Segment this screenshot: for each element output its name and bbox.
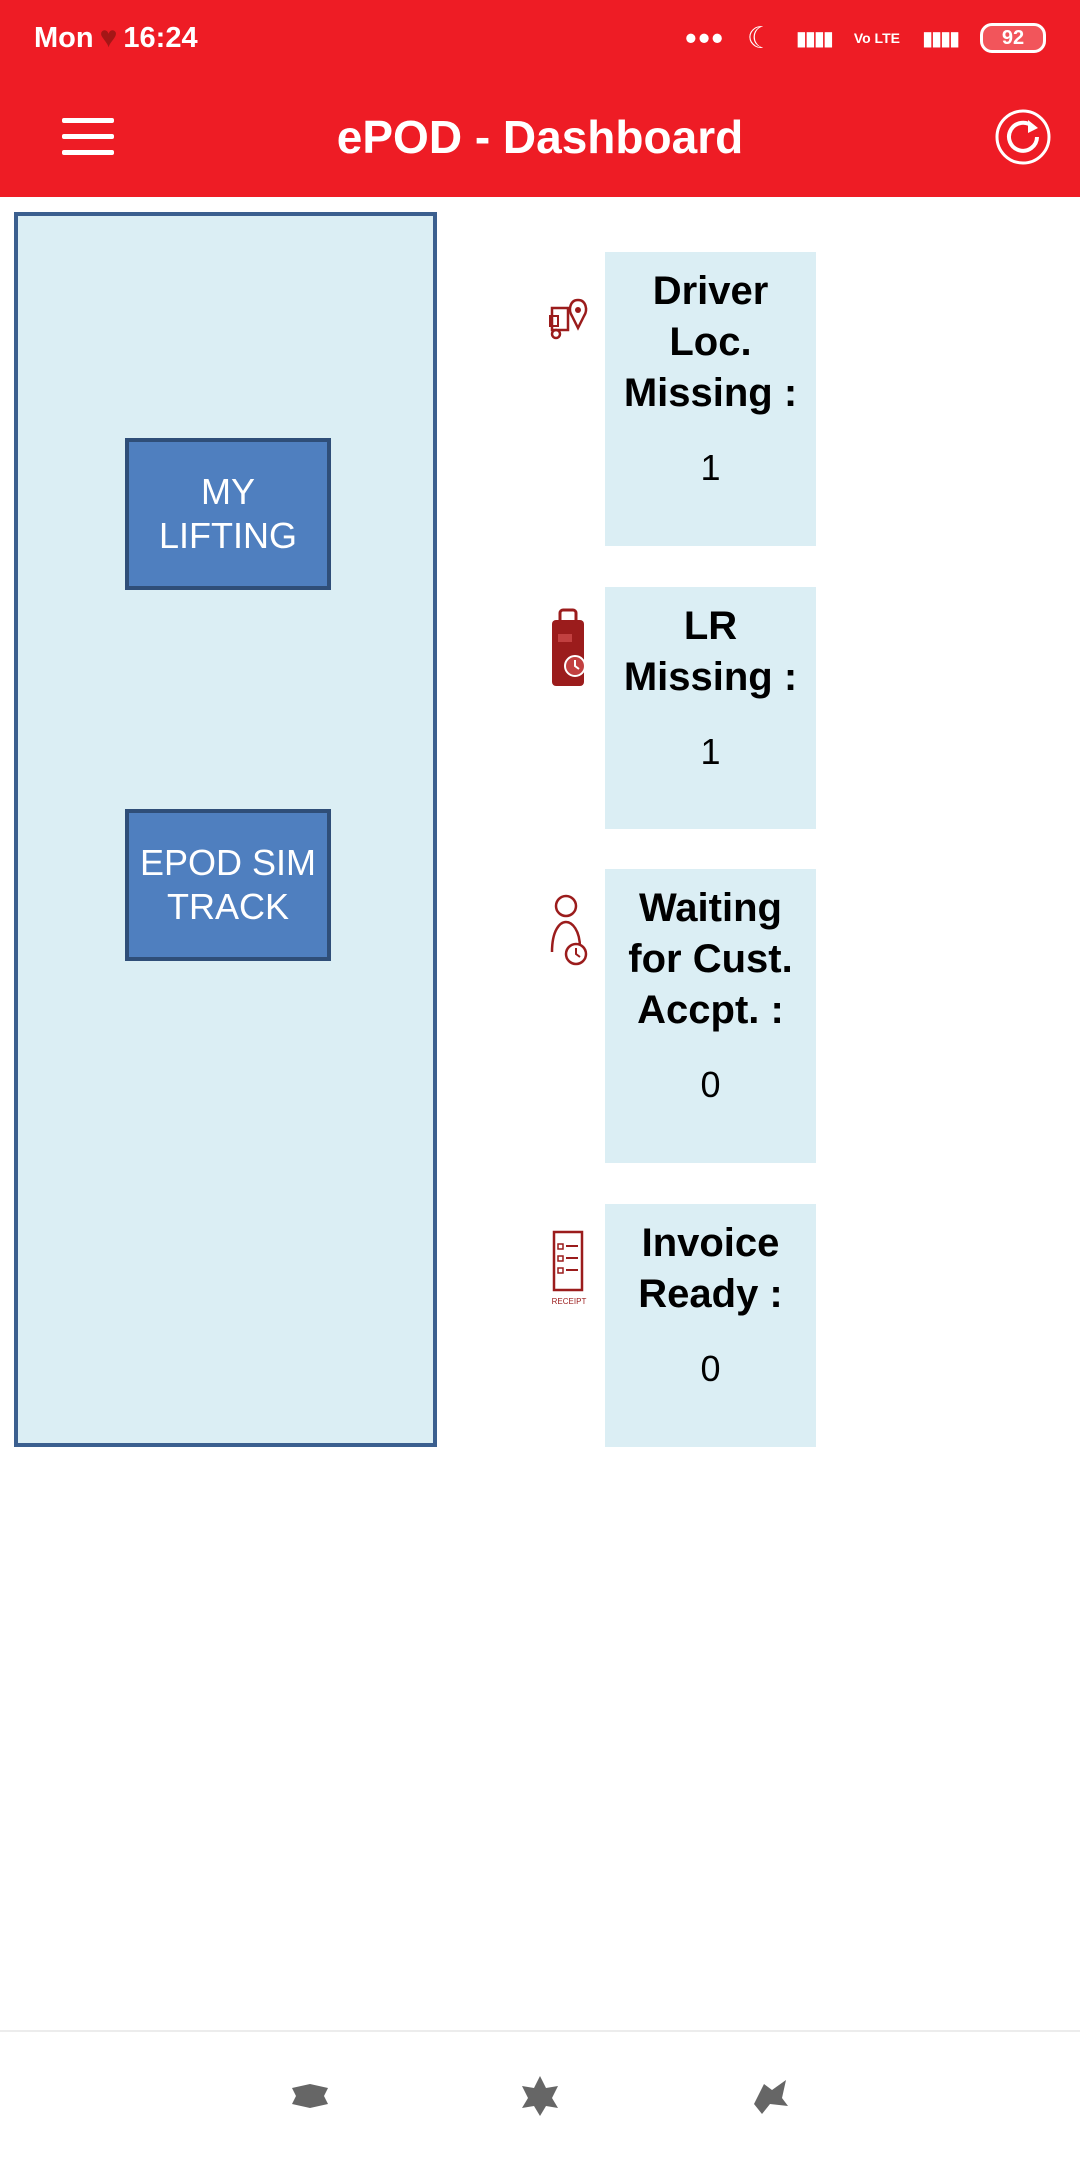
my-lifting-button[interactable]: MY LIFTING: [125, 438, 331, 590]
bottom-navigation: [0, 2030, 1080, 2160]
back-icon[interactable]: [748, 2074, 792, 2118]
moon-icon: ☾: [746, 21, 774, 55]
stat-label: Waiting for Cust. Accpt. :: [628, 886, 793, 1032]
recent-apps-icon[interactable]: [288, 2074, 332, 2118]
app-bar: ePOD - Dashboard: [0, 76, 1080, 197]
more-dots-icon: •••: [685, 20, 725, 56]
refresh-icon[interactable]: [994, 108, 1052, 166]
person-clock-icon: [550, 894, 588, 966]
page-title: ePOD - Dashboard: [336, 110, 744, 163]
lr-document-icon: [552, 608, 586, 686]
truck-location-icon: [549, 298, 588, 340]
stat-value: 1: [700, 731, 721, 772]
status-right: ••• ☾ ▮▮▮▮ Vo LTE ▮▮▮▮ 92: [685, 21, 1046, 56]
stat-value: 0: [700, 1064, 721, 1105]
signal-icon-2: ▮▮▮▮: [921, 27, 960, 50]
status-left: Mon ♥ 16:24: [34, 21, 198, 55]
stat-driver-loc-missing[interactable]: Driver Loc. Missing : 1: [605, 252, 816, 546]
stat-waiting-cust-accept[interactable]: Waiting for Cust. Accpt. : 0: [605, 869, 816, 1163]
receipt-icon-label: RECEIPT: [552, 1297, 587, 1306]
battery-icon: 92: [980, 23, 1046, 53]
stat-label: Driver Loc. Missing :: [623, 269, 798, 415]
battery-level: 92: [1001, 26, 1025, 49]
receipt-icon: RECEIPT: [552, 1230, 587, 1306]
actions-panel: MY LIFTING EPOD SIM TRACK: [14, 212, 437, 1447]
status-bar: Mon ♥ 16:24 ••• ☾ ▮▮▮▮ Vo LTE ▮▮▮▮ 92: [0, 0, 1080, 76]
stat-lr-missing[interactable]: LR Missing : 1: [605, 587, 816, 829]
signal-icon: ▮▮▮▮: [795, 27, 834, 50]
status-time: 16:24: [123, 21, 198, 54]
home-icon[interactable]: [518, 2074, 562, 2118]
stat-value: 1: [700, 447, 721, 488]
heart-icon: ♥: [99, 21, 118, 54]
stat-value: 0: [700, 1348, 721, 1389]
stat-invoice-ready[interactable]: Invoice Ready : 0: [605, 1204, 816, 1447]
hamburger-menu-icon[interactable]: [62, 118, 114, 156]
epod-sim-track-button[interactable]: EPOD SIM TRACK: [125, 809, 331, 961]
stat-label: Invoice Ready :: [638, 1221, 783, 1316]
volte-icon: Vo LTE: [853, 30, 900, 46]
stat-label: LR Missing :: [623, 604, 798, 699]
status-day: Mon: [34, 21, 94, 54]
